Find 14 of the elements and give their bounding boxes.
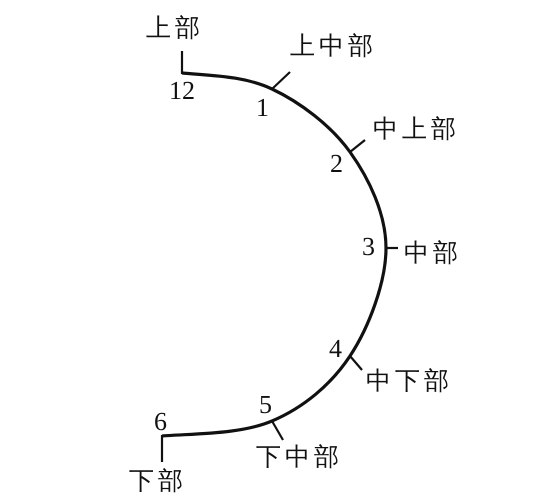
clock-number: 2 [330, 151, 343, 177]
clock-number: 12 [169, 78, 195, 104]
position-label: 中下部 [366, 369, 453, 394]
position-label: 中上部 [373, 117, 460, 142]
clock-number: 3 [362, 234, 375, 260]
clock-number: 4 [329, 336, 342, 362]
position-label: 上部 [146, 16, 204, 41]
position-label: 上中部 [290, 34, 377, 59]
clock-number: 1 [256, 95, 269, 121]
position-label: 下中部 [256, 445, 343, 470]
position-label: 中部 [404, 241, 462, 266]
position-label: 下部 [129, 469, 187, 494]
clock-number: 5 [259, 392, 272, 418]
clock-number: 6 [154, 409, 167, 435]
